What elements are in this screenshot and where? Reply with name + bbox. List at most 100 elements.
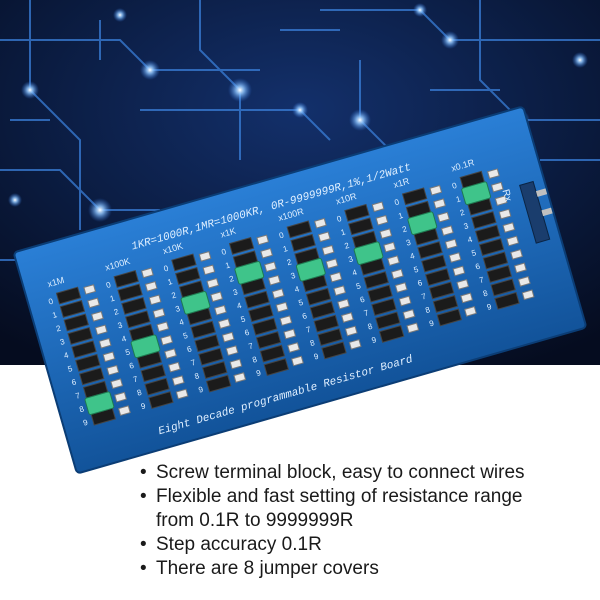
header-pin-pair <box>317 328 343 346</box>
header-pin-pair <box>286 220 312 239</box>
header-pin-pair <box>263 358 290 376</box>
header-pin-pair <box>490 278 516 297</box>
digit-label: 7 <box>478 275 485 285</box>
digit-label: 6 <box>301 311 308 321</box>
digit-label: 8 <box>309 338 316 348</box>
smd-resistor <box>348 339 362 350</box>
smd-resistor <box>144 281 158 292</box>
smd-resistor <box>275 301 289 313</box>
smd-resistor <box>394 282 408 293</box>
smd-resistor <box>510 249 523 260</box>
smd-resistor <box>490 181 504 193</box>
jumper-cap[interactable] <box>234 261 265 285</box>
jumper-cap[interactable] <box>180 291 211 315</box>
jumper-cap[interactable] <box>84 391 115 415</box>
smd-resistor <box>460 292 474 304</box>
feature-item: Step accuracy 0.1R <box>140 534 590 556</box>
terminal-block: Rx <box>499 180 553 244</box>
header-pin-pair <box>401 187 428 206</box>
header-pin-pair <box>59 300 86 318</box>
smd-resistor <box>406 322 420 334</box>
smd-resistor <box>152 307 166 319</box>
header-pin-pair <box>436 308 463 327</box>
jumper-cap[interactable] <box>407 211 438 235</box>
smd-resistor <box>464 305 477 317</box>
header-pin-pair <box>55 286 82 305</box>
smd-resistor <box>164 348 177 360</box>
jumper-cap[interactable] <box>130 334 161 359</box>
smd-resistor <box>83 284 97 295</box>
header-pin-pair <box>67 326 93 345</box>
digit-label: 9 <box>197 385 204 395</box>
header-pin-pair <box>190 320 216 339</box>
smd-resistor <box>283 328 297 340</box>
smd-resistor <box>210 291 224 303</box>
digit-label: 7 <box>305 325 312 335</box>
smd-resistor <box>333 285 347 296</box>
decade-label: x1M <box>46 275 65 289</box>
digit-label: 8 <box>78 404 85 414</box>
smd-resistor <box>102 351 116 363</box>
smd-resistor <box>517 275 531 287</box>
decade-columns: x1M0123456789x100K0123456789x10K01234567… <box>46 157 535 428</box>
smd-resistor <box>379 228 393 240</box>
digit-label: 0 <box>278 230 285 240</box>
feature-item-continuation: from 0.1R to 9999999R <box>156 510 354 531</box>
header-pin-pair <box>425 268 451 286</box>
digit-label: 4 <box>63 350 70 360</box>
header-pin-pair <box>371 298 397 316</box>
header-pin-pair <box>309 301 336 320</box>
digit-label: 8 <box>136 388 143 398</box>
header-pin-pair <box>471 211 497 230</box>
digit-label: 4 <box>351 268 358 278</box>
jumper-cap[interactable] <box>295 257 326 282</box>
smd-resistor <box>87 297 100 309</box>
digit-label: 5 <box>413 265 420 275</box>
header-pin-pair <box>494 291 520 310</box>
feature-item: Flexible and fast setting of resistance … <box>140 486 590 508</box>
header-pin-pair <box>482 251 509 270</box>
digit-label: 4 <box>121 334 128 344</box>
header-pin-pair <box>148 391 174 410</box>
digit-label: 8 <box>194 371 201 381</box>
smd-resistor <box>160 334 174 346</box>
smd-resistor <box>291 355 304 367</box>
header-pin-pair <box>417 241 443 260</box>
digit-label: 5 <box>297 298 304 308</box>
digit-label: 4 <box>294 284 301 294</box>
smd-resistor <box>433 198 447 210</box>
decade-label: x1R <box>392 176 411 190</box>
smd-resistor <box>317 231 331 243</box>
header-pin-pair <box>290 233 316 252</box>
jumper-cap[interactable] <box>461 181 492 205</box>
digit-label: 1 <box>51 310 58 320</box>
smd-resistor <box>402 309 416 320</box>
digit-label: 3 <box>405 238 412 248</box>
smd-resistor <box>429 184 443 196</box>
smd-resistor <box>341 312 354 323</box>
digit-label: 5 <box>470 248 477 258</box>
digit-label: 4 <box>178 317 185 327</box>
header-pin-pair <box>117 283 143 302</box>
digit-label: 8 <box>424 305 431 315</box>
digit-label: 0 <box>47 297 54 307</box>
header-pin-pair <box>244 290 270 309</box>
header-pin-pair <box>375 311 401 330</box>
digit-label: 2 <box>401 224 408 234</box>
smd-resistor <box>383 241 397 253</box>
smd-resistor <box>325 258 339 270</box>
smd-resistor <box>175 388 189 400</box>
smd-resistor <box>202 264 216 276</box>
smd-resistor <box>452 265 466 277</box>
jumper-cap[interactable] <box>353 241 384 265</box>
smd-resistor <box>314 217 327 229</box>
digit-label: 8 <box>367 322 374 332</box>
digit-label: 5 <box>124 347 131 357</box>
digit-label: 1 <box>167 277 174 287</box>
smd-resistor <box>448 252 462 263</box>
smd-resistor <box>521 289 535 301</box>
